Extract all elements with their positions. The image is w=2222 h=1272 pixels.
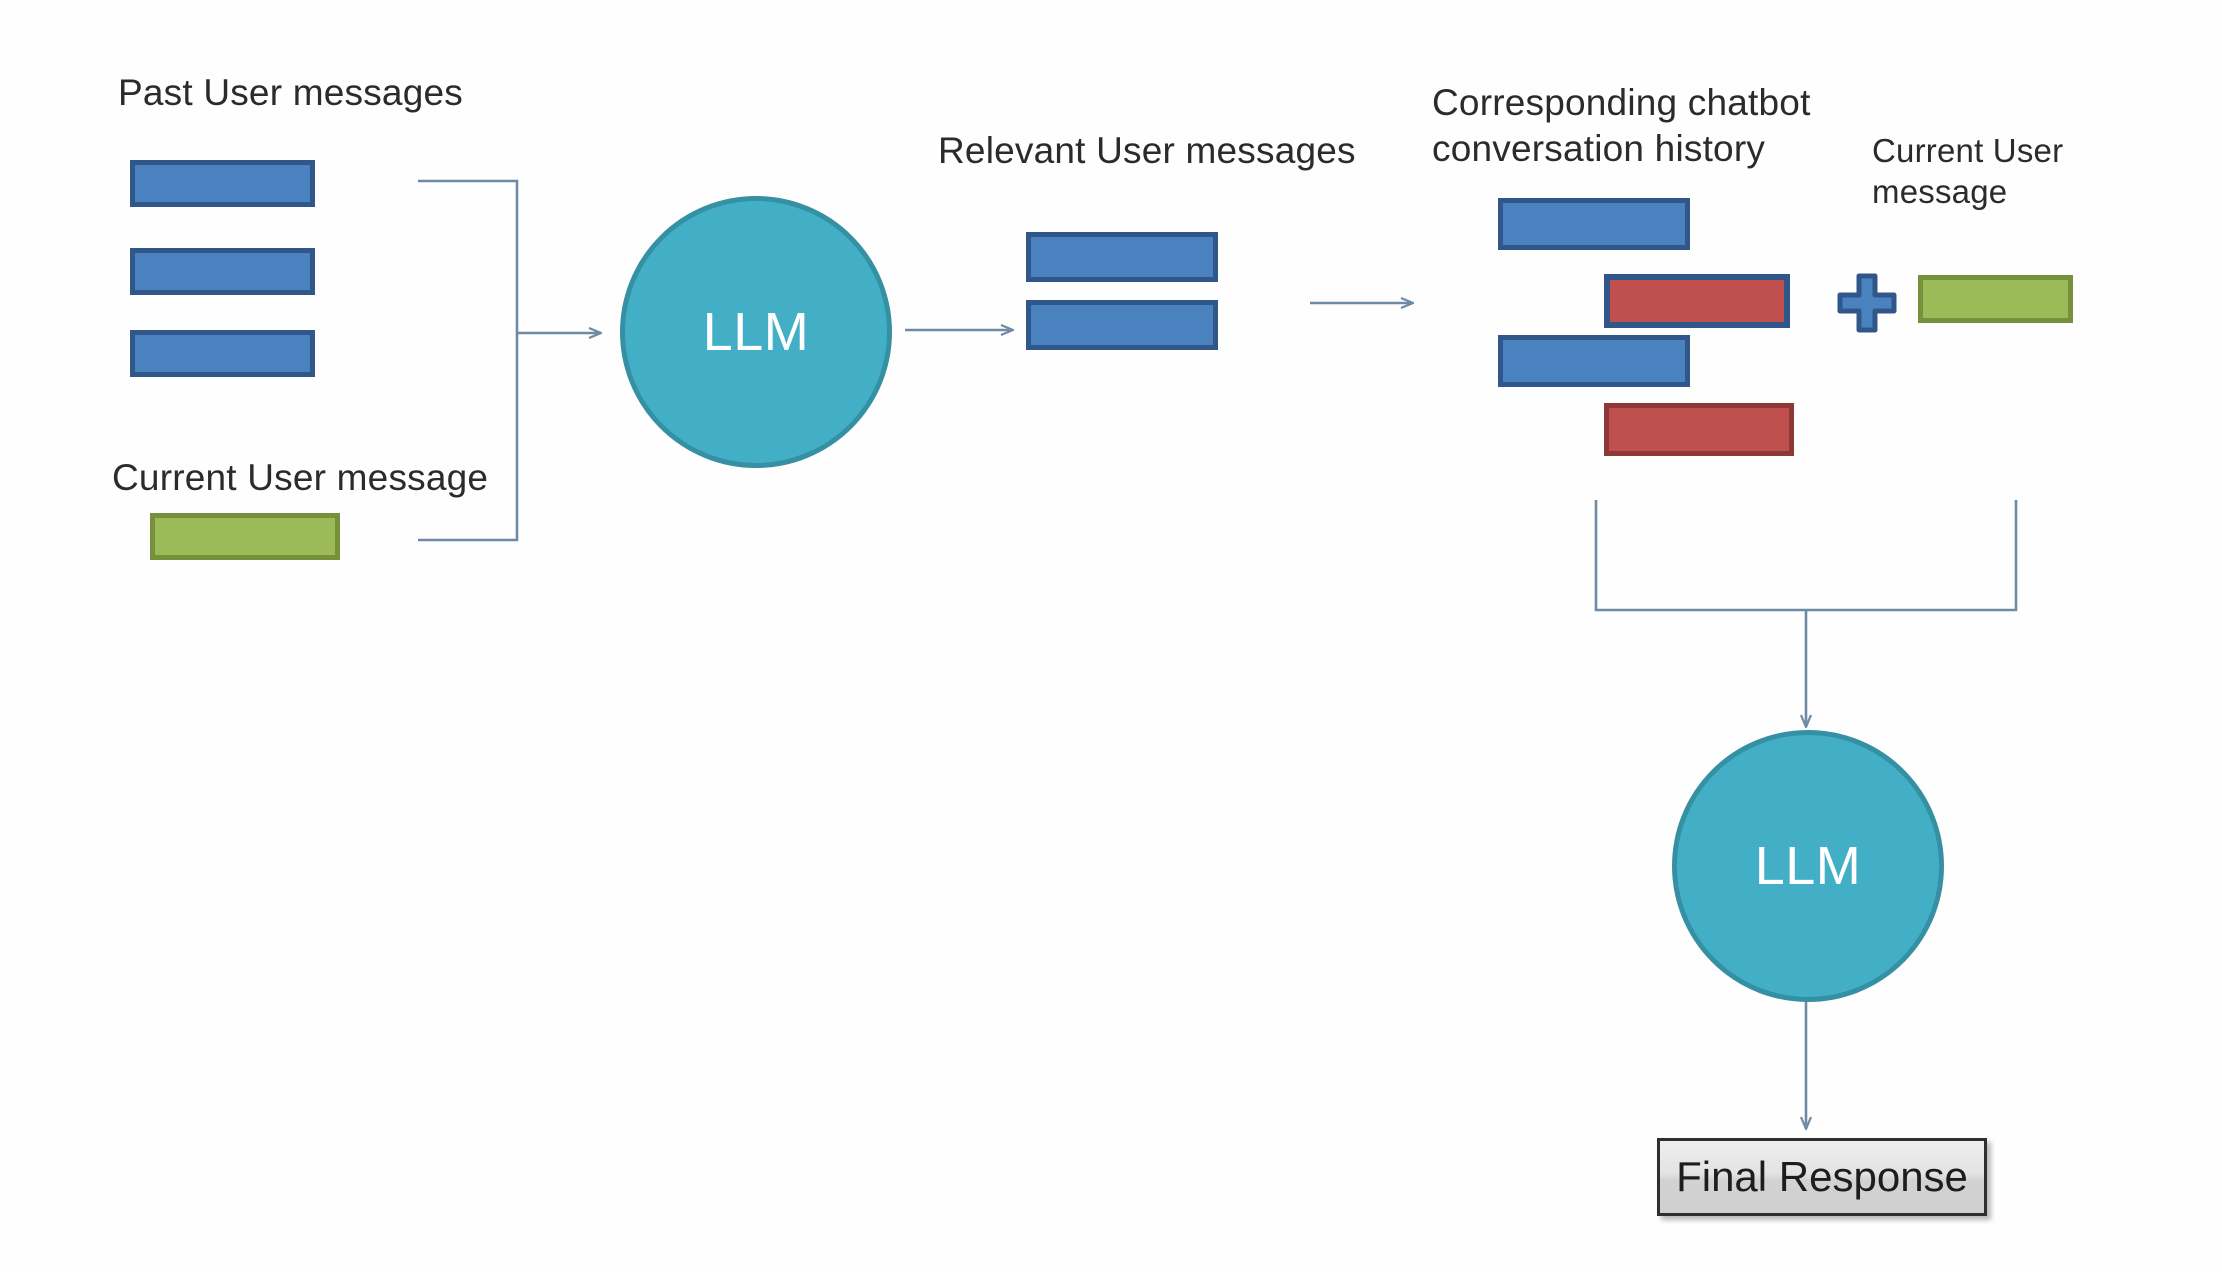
llm-node-second-label: LLM [1754,836,1862,896]
label-current-user-message-right: Current User message [1872,132,2064,210]
final-response-label: Final Response [1676,1153,1968,1200]
current-user-message-box-right [1918,275,2073,323]
final-response-box: Final Response [1657,1138,1987,1216]
label-corresponding-conversation-history: Corresponding chatbot conversation histo… [1432,82,1811,169]
history-bot-message-box-1-highlighted [1604,274,1790,328]
history-user-message-box-1 [1498,198,1690,250]
current-user-message-box-left [150,513,340,560]
relevant-user-message-box-2 [1026,300,1218,350]
label-relevant-user-messages: Relevant User messages [938,130,1356,171]
past-user-message-box-3 [130,330,315,377]
llm-node-second: LLM [1672,730,1944,1002]
label-current-user-message-left: Current User message [112,457,489,498]
relevant-user-message-box-1 [1026,232,1218,282]
llm-node-first: LLM [620,196,892,468]
plus-icon [1836,272,1898,334]
llm-node-first-label: LLM [702,302,810,362]
past-user-message-box-1 [130,160,315,207]
label-past-user-messages: Past User messages [118,72,463,113]
history-user-message-box-2 [1498,335,1690,387]
past-user-message-box-2 [130,248,315,295]
history-bot-message-box-2 [1604,403,1794,456]
